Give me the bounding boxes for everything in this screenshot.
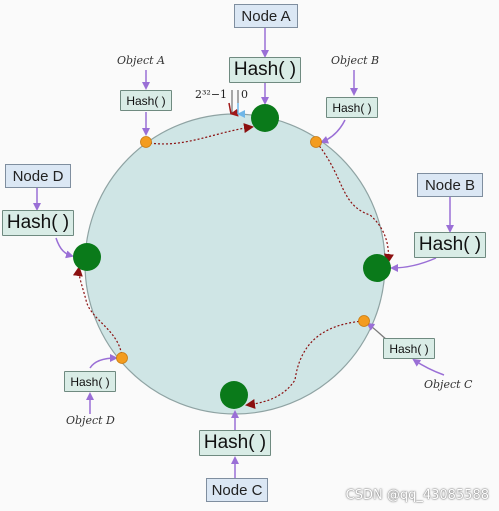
route-object-c-to-node-c [245,320,364,409]
node-a-hash-box: Hash( ) [229,57,301,83]
arrow-hash-to-object-b-point [320,119,346,144]
node-d-label: Node D [5,164,71,188]
node-b-hash-box: Hash( ) [414,232,486,258]
node-c-point [220,381,248,409]
watermark: CSDN @qq_43085588 [345,488,489,503]
object-d-point [116,352,128,364]
object-b-hash-box: Hash( ) [326,97,378,118]
object-c-label: Object C [424,378,473,391]
object-a-point [140,136,152,148]
node-b-point [363,254,391,282]
object-c-point [358,315,370,327]
arrow-object-c-to-hash [412,358,445,376]
object-d-label: Object D [66,414,115,427]
node-d-point [73,243,101,271]
ring-max-label: 2³²−1 [195,88,228,101]
object-a-hash-box: Hash( ) [120,90,172,111]
object-b-point [310,136,322,148]
object-d-hash-box: Hash( ) [64,371,116,392]
arrow-hash-to-node-b-point [390,257,437,272]
arrow-hash-to-node-d-point [55,237,74,259]
hash-ring [84,113,386,415]
object-c-hash-box: Hash( ) [383,338,435,359]
node-b-label: Node B [417,173,483,197]
node-d-hash-box: Hash( ) [2,210,74,236]
node-a-point [251,104,279,132]
object-b-label: Object B [331,54,380,67]
arrow-hash-to-object-d-point [89,354,118,369]
route-object-d-to-node-d [72,266,123,359]
node-a-label: Node A [234,4,298,28]
ring-zero-label: 0 [241,88,248,101]
object-a-label: Object A [117,54,166,67]
node-c-hash-box: Hash( ) [199,430,271,456]
route-object-a-to-node-a [149,123,254,145]
node-c-label: Node C [206,478,268,502]
ring-max-pointer [228,102,239,117]
